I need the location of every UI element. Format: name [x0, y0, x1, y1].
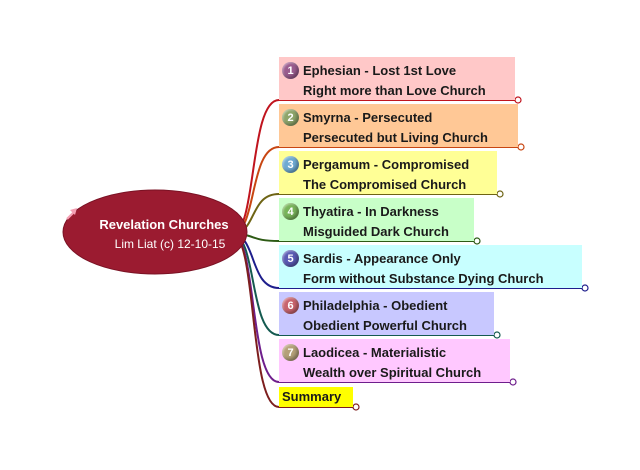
branch-title-row: 4 Thyatira - In Darkness: [282, 201, 468, 222]
branch-subtitle: Form without Substance Dying Church: [303, 271, 544, 286]
branch-title-row: 1 Ephesian - Lost 1st Love: [282, 60, 509, 81]
branch-subtitle: The Compromised Church: [303, 177, 467, 192]
branch-title-row: 3 Pergamum - Compromised: [282, 154, 491, 175]
branch-title: Smyrna - Persecuted: [303, 110, 433, 125]
branch-title: Philadelphia - Obedient: [303, 298, 448, 313]
branch-subtitle: Misguided Dark Church: [303, 224, 449, 239]
summary-node[interactable]: Summary: [279, 387, 353, 407]
number-badge-icon: 5: [282, 250, 299, 267]
branch-title: Sardis - Appearance Only: [303, 251, 461, 266]
branch-title-row: 5 Sardis - Appearance Only: [282, 248, 576, 269]
branch-title-row: 7 Laodicea - Materialistic: [282, 342, 504, 363]
root-title: Revelation Churches: [99, 217, 228, 232]
branch-title: Thyatira - In Darkness: [303, 204, 439, 219]
branch-subtitle: Right more than Love Church: [303, 83, 486, 98]
collapse-handle-icon[interactable]: [473, 237, 481, 245]
branch-subtitle: Persecuted but Living Church: [303, 130, 488, 145]
collapse-handle-icon[interactable]: [493, 331, 501, 339]
collapse-handle-icon[interactable]: [496, 190, 504, 198]
summary-label: Summary: [282, 389, 342, 404]
collapse-handle-icon[interactable]: [509, 378, 517, 386]
number-badge-icon: 6: [282, 297, 299, 314]
number-badge-icon: 7: [282, 344, 299, 361]
branch-title-row: 6 Philadelphia - Obedient: [282, 295, 488, 316]
number-badge-icon: 4: [282, 203, 299, 220]
branch-subtitle: Obedient Powerful Church: [303, 318, 467, 333]
collapse-handle-icon[interactable]: [514, 96, 522, 104]
pink-arrow-icon: [66, 208, 77, 220]
collapse-handle-icon[interactable]: [352, 403, 360, 411]
number-badge-icon: 1: [282, 62, 299, 79]
branch-title: Ephesian - Lost 1st Love: [303, 63, 457, 78]
branch-title: Laodicea - Materialistic: [303, 345, 447, 360]
root-ellipse: [62, 189, 248, 275]
number-badge-icon: 2: [282, 109, 299, 126]
branch-title-row: 2 Smyrna - Persecuted: [282, 107, 512, 128]
collapse-handle-icon[interactable]: [581, 284, 589, 292]
branch-title: Pergamum - Compromised: [303, 157, 470, 172]
root-node[interactable]: Revelation Churches Lim Liat (c) 12-10-1…: [62, 189, 248, 275]
collapse-handle-icon[interactable]: [517, 143, 525, 151]
number-badge-icon: 3: [282, 156, 299, 173]
root-subtitle: Lim Liat (c) 12-10-15: [115, 237, 226, 251]
branch-subtitle: Wealth over Spiritual Church: [303, 365, 482, 380]
